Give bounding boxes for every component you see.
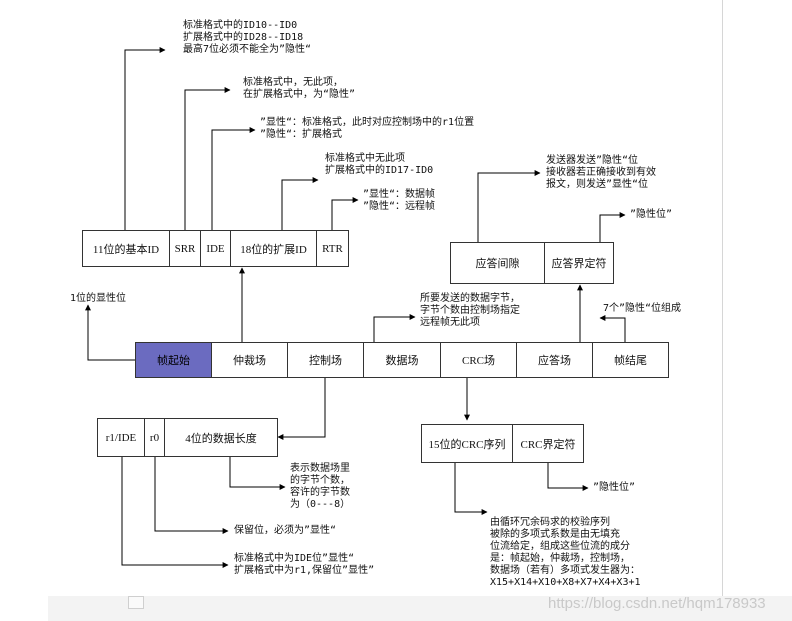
cell-ide: IDE bbox=[200, 230, 231, 267]
note-start-of-frame: 1位的显性位 bbox=[70, 293, 127, 304]
note-data-field: 所要发送的数据字节， 字节个数由控制场指定 远程帧无此项 bbox=[420, 293, 520, 328]
cell-crc-delimiter: CRC界定符 bbox=[512, 424, 584, 463]
cell-crc-sequence: 15位的CRC序列 bbox=[421, 424, 513, 463]
note-r0: 保留位，必须为”显性“ bbox=[234, 525, 337, 536]
cell-start-of-frame: 帧起始 bbox=[135, 342, 212, 378]
cell-data-length-code: 4位的数据长度 bbox=[164, 418, 278, 457]
cell-rtr: RTR bbox=[316, 230, 349, 267]
cell-arbitration-field: 仲裁场 bbox=[211, 342, 288, 378]
diagram-frame bbox=[55, 0, 723, 598]
scrollbar-thumb[interactable] bbox=[128, 596, 144, 609]
cell-ack-field: 应答场 bbox=[516, 342, 593, 378]
cell-r1-ide: r1/IDE bbox=[97, 418, 145, 457]
cell-crc-field: CRC场 bbox=[440, 342, 517, 378]
cell-extended-id: 18位的扩展ID bbox=[230, 230, 317, 267]
cell-ack-delimiter: 应答界定符 bbox=[544, 242, 614, 284]
cell-control-field: 控制场 bbox=[287, 342, 364, 378]
note-srr: 标准格式中，无此项， 在扩展格式中，为“隐性” bbox=[243, 77, 356, 100]
cell-ack-slot: 应答间隙 bbox=[450, 242, 545, 284]
cell-end-of-frame: 帧结尾 bbox=[592, 342, 669, 378]
note-crc-delimiter: ”隐性位” bbox=[593, 482, 636, 493]
note-end-of-frame: 7个”隐性“位组成 bbox=[603, 303, 682, 314]
note-extended-id: 标准格式中无此项 扩展格式中的ID17-ID0 bbox=[325, 153, 434, 176]
note-ide: ”显性“：标准格式，此时对应控制场中的r1位置 ”隐性“：扩展格式 bbox=[260, 117, 475, 140]
watermark-text: https://blog.csdn.net/hqm178933 bbox=[548, 595, 766, 612]
note-rtr: ”显性“：数据帧 ”隐性“：远程帧 bbox=[363, 189, 436, 212]
note-ack-delimiter: ”隐性位” bbox=[630, 209, 673, 220]
note-crc-sequence: 由循环冗余码求的校验序列 被除的多项式系数是由无填充 位流给定，组成这些位流的成… bbox=[490, 517, 641, 588]
cell-r0: r0 bbox=[144, 418, 165, 457]
cell-data-field: 数据场 bbox=[363, 342, 441, 378]
note-ack-slot: 发送器发送”隐性“位 接收器若正确接收到有效 报文，则发送”显性“位 bbox=[546, 155, 656, 190]
note-r1: 标准格式中为IDE位”显性“ 扩展格式中为r1,保留位”显性” bbox=[234, 553, 375, 576]
cell-base-id: 11位的基本ID bbox=[82, 230, 170, 267]
note-data-length-code: 表示数据场里 的字节个数， 容许的字节数 为（0---8） bbox=[290, 463, 351, 510]
bottom-strip bbox=[48, 596, 792, 621]
note-base-id: 标准格式中的ID10--ID0 扩展格式中的ID28--ID18 最高7位必须不… bbox=[183, 20, 312, 55]
cell-srr: SRR bbox=[169, 230, 201, 267]
